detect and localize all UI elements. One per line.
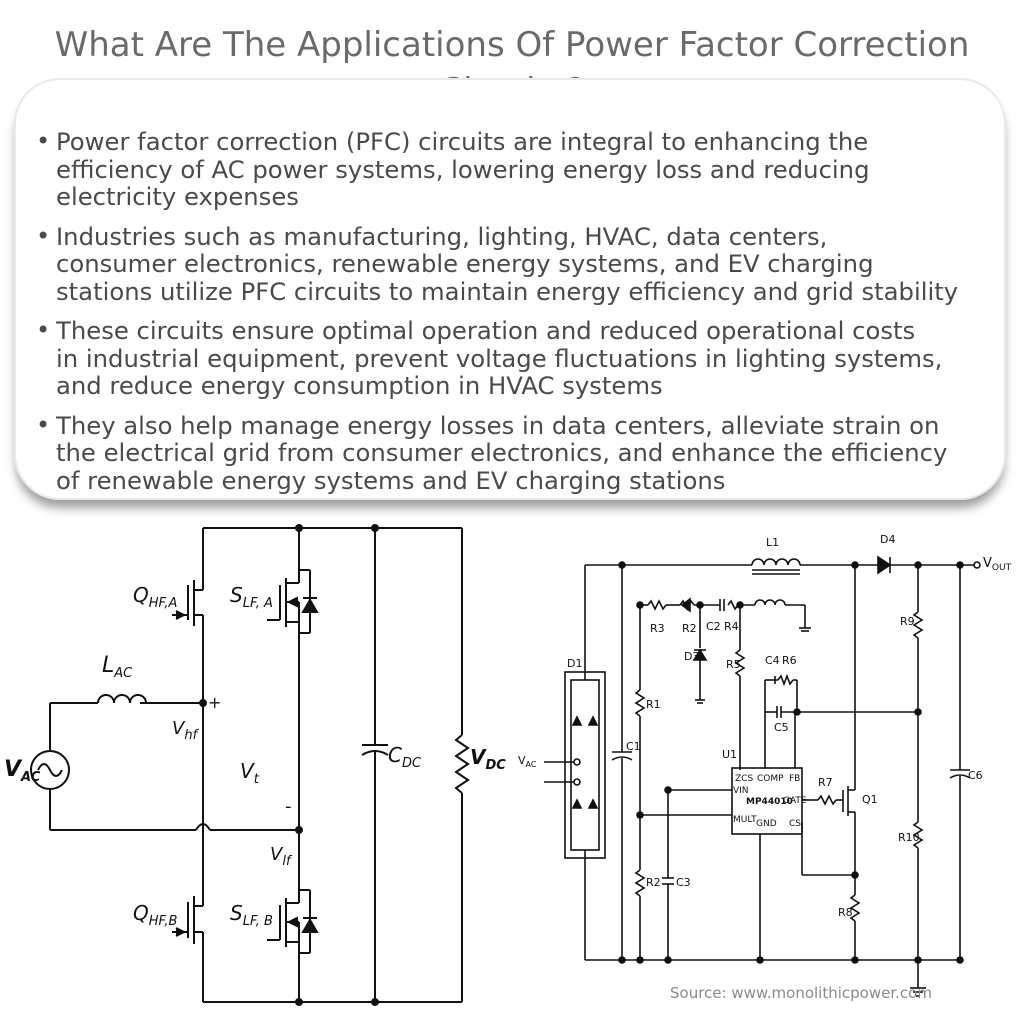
bullet-text: They also help manage energy losses in d… (56, 410, 948, 495)
vout-label: VOUT (983, 556, 1012, 573)
r2-bottom-label: R2 (646, 876, 661, 889)
r3-label: R3 (650, 622, 665, 635)
zcs-label: ZCS (735, 774, 753, 784)
c1-label: C1 (626, 740, 641, 753)
vac-label: VAC (518, 754, 537, 769)
bullet-item: •Industries such as manufacturing, light… (36, 221, 996, 306)
gnd-label: GND (756, 819, 777, 829)
v-t-label: Vt (240, 759, 260, 787)
bullet-text: Industries such as manufacturing, lighti… (56, 221, 959, 306)
r6-label: R6 (782, 654, 797, 667)
bullet-item: •Power factor correction (PFC) circuits … (36, 127, 996, 211)
bullet-item: •These circuits ensure optimal operation… (36, 316, 996, 400)
comp-label: COMP (757, 774, 784, 784)
c6-label: C6 (968, 769, 983, 782)
v-dc-label: VDC (470, 745, 506, 773)
bullet-dot: • (36, 127, 51, 155)
mult-label: MULT (733, 815, 757, 825)
gate-label: GATE (783, 796, 807, 806)
q1-label: Q1 (862, 793, 878, 806)
c5-label: C5 (774, 721, 789, 734)
totem-pole-pfc-circuit (30, 524, 470, 1006)
c3-label: C3 (676, 876, 691, 889)
cs-label: CS (789, 819, 801, 829)
source-credit: Source: www.monolithicpower.com (670, 984, 932, 1002)
v-hf-label: Vhf (172, 718, 200, 743)
d4-label: D4 (880, 533, 895, 546)
circuit-diagrams: QHF,A SLF, A LAC + Vhf Vt - CDC VDC VAC … (4, 524, 1012, 1006)
minus-label: - (285, 796, 292, 817)
content-card (14, 78, 1006, 500)
l-ac-label: LAC (102, 653, 133, 681)
r5-label: R5 (726, 658, 741, 671)
u1-label: U1 (722, 748, 737, 761)
chip-label: MP44010 (746, 797, 793, 807)
fb-label: FB (789, 774, 800, 784)
r10-label: R10 (898, 831, 920, 844)
s-lf-a-label: SLF, A (230, 583, 273, 611)
bullet-list: •Power factor correction (PFC) circuits … (36, 127, 996, 506)
bullet-dot: • (36, 316, 51, 344)
r4-label: R4 (724, 620, 739, 633)
bullet-text: These circuits ensure optimal operation … (56, 316, 943, 400)
l1-label: L1 (766, 536, 779, 549)
plus-label: + (208, 693, 221, 712)
bullet-dot: • (36, 221, 51, 250)
c-dc-label: CDC (388, 743, 422, 771)
r2-top-label: R2 (682, 622, 697, 635)
bullet-text: Power factor correction (PFC) circuits a… (56, 127, 870, 211)
d3-label: D3 (684, 650, 699, 663)
bullet-item: •They also help manage energy losses in … (36, 410, 996, 495)
mp44010-pfc-circuit (544, 555, 981, 997)
v-lf-label: Vlf (270, 844, 293, 869)
r8-label: R8 (838, 906, 853, 919)
r9-label: R9 (900, 615, 915, 628)
d1-label: D1 (567, 657, 582, 670)
r1-label: R1 (646, 698, 661, 711)
vin-label: VIN (733, 786, 749, 796)
v-ac-label: VAC (4, 757, 41, 785)
bullet-dot: • (36, 410, 51, 439)
s-lf-b-label: SLF, B (230, 901, 273, 929)
q-hf-b-label: QHF,B (133, 901, 177, 929)
c2-label: C2 (706, 620, 721, 633)
q-hf-a-label: QHF,A (133, 583, 177, 611)
r7-label: R7 (818, 776, 833, 789)
c4-label: C4 (765, 654, 780, 667)
